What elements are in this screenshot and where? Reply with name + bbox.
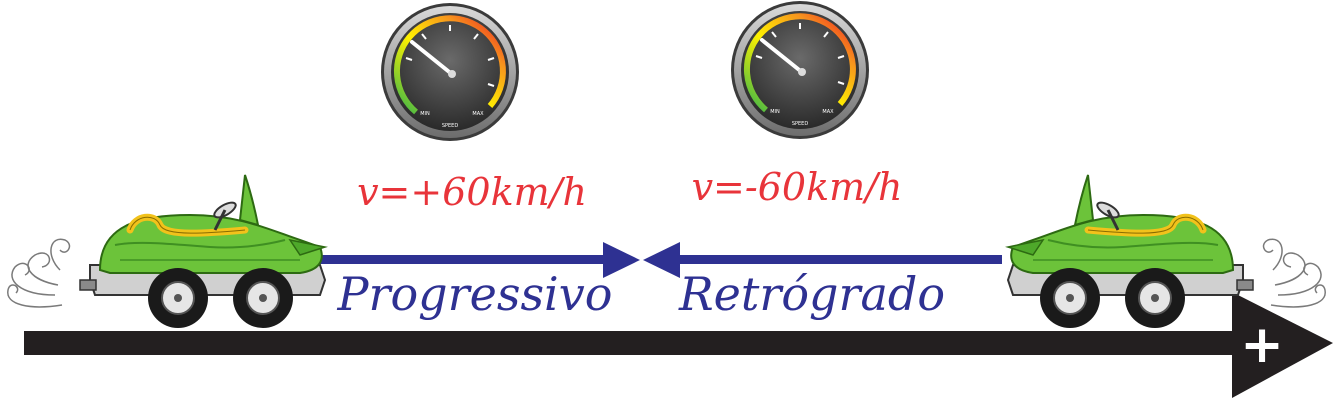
speedometer-left: MIN MAX SPEED: [381, 3, 519, 141]
speedometer-min-label: MIN: [420, 111, 430, 117]
velocity-label-right: v=-60km/h: [692, 165, 903, 209]
speedometer-caption: SPEED: [442, 123, 459, 129]
speedometer-max-label: MAX: [822, 109, 834, 115]
arrow-progressive: [320, 242, 640, 278]
axis-sign: +: [1240, 315, 1284, 375]
direction-label-progressive: Progressivo: [337, 267, 613, 321]
position-axis: +: [24, 292, 1333, 398]
car-left: [8, 175, 325, 328]
velocity-label-left: v=+60km/h: [357, 170, 587, 214]
speedometer-max-label: MAX: [472, 111, 484, 117]
axis-line: [24, 331, 1240, 355]
speedometer-right: MIN MAX SPEED: [731, 1, 869, 139]
car-right: [1008, 175, 1325, 328]
arrow-retrograde: [643, 242, 1002, 278]
speedometer-caption: SPEED: [792, 121, 809, 127]
direction-label-retrograde: Retrógrado: [678, 267, 945, 321]
axis-arrowhead: [1232, 292, 1333, 398]
speedometer-min-label: MIN: [770, 109, 780, 115]
